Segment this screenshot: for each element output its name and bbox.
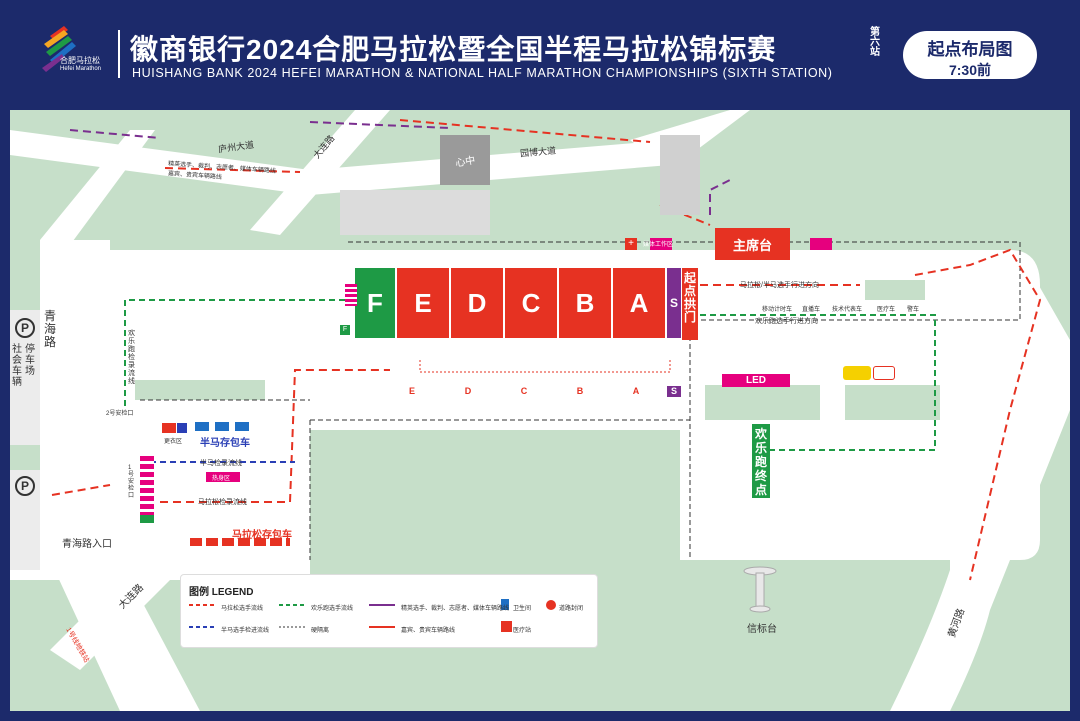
corral-s: S <box>667 268 683 338</box>
badge-time: 7:30前 <box>948 62 992 78</box>
legend-item-toilet: 卫生间 <box>513 606 532 612</box>
half-bag-truck-1 <box>195 422 209 431</box>
corral-b: B <box>559 268 613 338</box>
xinbiaotai-icon <box>743 566 777 613</box>
corral-d: D <box>451 268 505 338</box>
changing-marker <box>162 423 176 433</box>
fun-run-finish: 欢乐跑终点 <box>752 424 770 498</box>
rostrum: 主席台 <box>715 228 790 260</box>
parking-area-top: P 社会车辆 停车场 <box>10 310 40 445</box>
half-bag-truck-3 <box>235 422 249 431</box>
legend-item-full: 马拉松选手流线 <box>221 606 264 612</box>
fun-direction-label: 欢乐跑选手行进方向 <box>755 318 818 325</box>
vehicle-medical: 医疗车 <box>877 307 896 313</box>
legend-box: 图例 LEGEND 马拉松选手流线 欢乐跑选手流线 精英选手、裁判、志愿者、媒体… <box>180 574 598 648</box>
gate1-green <box>140 515 154 523</box>
half-bag-label: 半马存包车 <box>200 438 250 449</box>
event-title-en: HUISHANG BANK 2024 HEFEI MARATHON & NATI… <box>132 66 833 80</box>
parking-icon: P <box>15 318 35 338</box>
hefei-marathon-logo <box>42 26 76 72</box>
warmup-label: 热身区 <box>212 476 231 482</box>
qinghai-entrance-label: 青海路入口 <box>62 539 112 550</box>
start-arch: 起点拱门 <box>682 268 698 340</box>
legend-swatches <box>189 599 556 632</box>
header-divider <box>118 30 120 78</box>
full-bag-label: 马拉松存包车 <box>232 530 292 541</box>
venue-map: 庐州大道 大连路 园博大道 青海路 大连路 黄河路 心中 P 社会车辆 停车场 … <box>10 110 1070 711</box>
logo-text: 合肥马拉松 Hefei Marathon <box>60 56 101 74</box>
hall-label: 心中 <box>454 154 477 170</box>
parking-social-label: 社会车辆 <box>12 344 22 388</box>
media-booth <box>650 238 672 250</box>
legend-item-closed: 道路封闭 <box>559 606 584 612</box>
corral-f: F <box>355 268 397 338</box>
full-direction-label: 马拉松/半马选手行进方向 <box>740 282 819 289</box>
legend-item-vip: 嘉宾、贵宾车辆路线 <box>401 628 456 634</box>
zone-marker-d: D <box>464 386 472 396</box>
event-title-cn: 徽商银行2024合肥马拉松暨全国半程马拉松锦标赛 <box>130 34 777 65</box>
vehicle-police: 警车 <box>907 307 920 313</box>
parking-icon-2: P <box>15 476 35 496</box>
vehicle-tech: 技术代表车 <box>832 307 863 313</box>
layout-badge: 起点布局图 7:30前 <box>903 31 1037 79</box>
warmup-zone <box>206 472 240 482</box>
legend-item-medical: 医疗站 <box>513 628 532 634</box>
logo-text-cn: 合肥马拉松 <box>60 56 100 65</box>
gate1-label: 1号安检口 <box>128 465 135 499</box>
road-qinghai-label: 青海路 <box>44 309 57 349</box>
badge-title: 起点布局图 <box>927 40 1013 59</box>
led-screen: LED <box>722 374 790 387</box>
parking-area-bottom: P <box>10 470 40 570</box>
f-gate-marker: F <box>340 325 350 335</box>
map-roads-layer <box>10 110 1070 711</box>
full-bag-trucks <box>190 538 290 546</box>
half-check-label: 半马检录流线 <box>200 460 242 467</box>
zone-marker-b: B <box>576 386 584 396</box>
legend-item-half: 半马选手检进流线 <box>221 628 270 634</box>
medical-cross-icon: + <box>625 238 637 250</box>
gate2-label: 2号安检口 <box>106 411 134 417</box>
corral-a: A <box>613 268 667 338</box>
vehicle-timing: 移动计时车 <box>762 307 793 313</box>
media-label: 媒体工作区 <box>643 242 674 248</box>
legend-title: 图例 LEGEND <box>189 587 254 598</box>
ambulance-icon <box>843 366 871 380</box>
fun-run-gate <box>345 284 357 306</box>
page-header: 合肥马拉松 Hefei Marathon 徽商银行2024合肥马拉松暨全国半程马… <box>0 0 1080 100</box>
vehicle-row: 移动计时车 直播车 技术代表车 医疗车 警车 <box>762 292 922 313</box>
booth-marker <box>810 238 832 250</box>
station-tag: 第六站 <box>870 27 880 58</box>
legend-item-elite: 精英选手、裁判、志愿者、媒体车辆路线 <box>401 606 510 612</box>
legend-item-fence: 硬隔离 <box>311 628 330 634</box>
fun-check-label: 欢乐跑检录流线 <box>128 330 135 385</box>
parking-stop-label: 停车场 <box>25 344 35 377</box>
zone-marker-e: E <box>408 386 415 396</box>
medical-van-icon <box>873 366 895 380</box>
xinbiaotai-label: 信标台 <box>747 624 777 635</box>
legend-item-fun: 欢乐跑选手流线 <box>311 606 354 612</box>
half-bag-truck-2 <box>215 422 229 431</box>
changing-label: 更衣区 <box>164 439 183 445</box>
zone-marker-c: C <box>520 386 528 396</box>
x-marker <box>177 423 187 433</box>
corral-e: E <box>397 268 451 338</box>
vehicle-broadcast: 直播车 <box>802 307 821 313</box>
full-check-label: 马拉松检录流线 <box>198 499 247 506</box>
zone-marker-s: S <box>667 386 681 397</box>
zone-marker-a: A <box>632 386 640 396</box>
gate1-lanes <box>140 456 154 522</box>
corral-c: C <box>505 268 559 338</box>
logo-text-en: Hefei Marathon <box>60 66 102 72</box>
